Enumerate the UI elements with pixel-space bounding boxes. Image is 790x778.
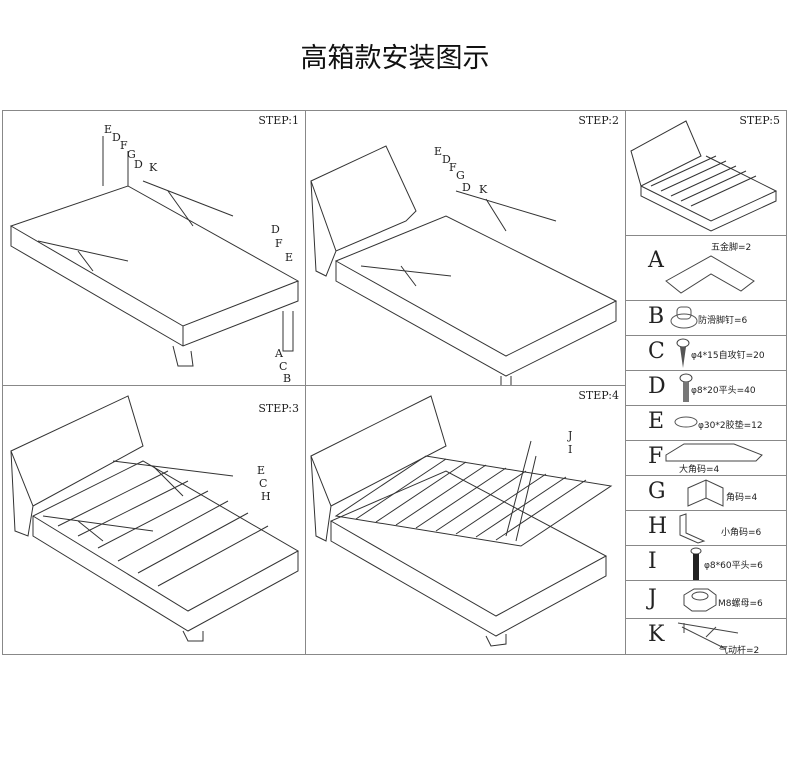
part-row-f: F 大角码=4 (625, 440, 787, 476)
marker: J (568, 429, 573, 442)
step-4-panel: STEP:4 J I (305, 385, 626, 655)
part-name: φ30*2胶垫=12 (698, 421, 763, 431)
bed-frame-drawing (310, 395, 613, 647)
large-bracket-icon (665, 443, 763, 462)
part-letter: A (648, 248, 664, 273)
marker: C (259, 477, 268, 490)
marker: B (283, 372, 292, 385)
marker: D (134, 158, 143, 171)
anti-slip-pad-icon (670, 306, 698, 329)
step-3-panel: STEP:3 E C H (2, 385, 306, 655)
part-name: 小角码=6 (721, 528, 762, 538)
rubber-washer-icon (674, 416, 698, 428)
marker: D (112, 131, 121, 144)
part-row-b: B 防滑脚钉=6 (625, 300, 787, 336)
step-label: STEP:5 (739, 114, 780, 127)
part-name: M8螺母=6 (718, 599, 763, 609)
part-letter: I (648, 549, 657, 574)
part-row-h: H 小角码=6 (625, 510, 787, 546)
part-row-j: J M8螺母=6 (625, 580, 787, 619)
marker: D (271, 223, 280, 236)
step-5-panel: STEP:5 (625, 110, 787, 236)
part-letter: J (648, 586, 657, 611)
bed-frame-drawing (9, 136, 300, 367)
marker: G (127, 148, 136, 161)
marker: E (257, 464, 266, 477)
step-label: STEP:4 (578, 389, 619, 402)
small-bracket-icon (679, 513, 706, 544)
part-row-i: I φ8*60平头=6 (625, 545, 787, 581)
part-row-g: G 角码=4 (625, 475, 787, 511)
marker: E (104, 123, 113, 136)
marker: F (275, 237, 283, 250)
step-label: STEP:3 (258, 402, 299, 415)
step-label: STEP:2 (578, 114, 619, 127)
part-letter: E (648, 409, 665, 434)
assembled-bed-drawing (630, 120, 778, 232)
part-name: φ8*60平头=6 (704, 561, 763, 571)
bed-frame-drawing (310, 145, 618, 385)
part-row-d: D φ8*20平头=40 (625, 370, 787, 406)
part-name: 防滑脚钉=6 (698, 316, 748, 326)
step-label: STEP:1 (258, 114, 299, 127)
part-name: 大角码=4 (679, 465, 720, 475)
part-name: φ8*20平头=40 (691, 386, 756, 396)
marker: D (462, 181, 471, 194)
part-name: 角码=4 (726, 493, 758, 503)
part-letter: F (648, 444, 664, 469)
marker: E (285, 251, 294, 264)
part-letter: D (648, 374, 666, 399)
part-row-c: C φ4*15自攻钉=20 (625, 335, 787, 371)
part-letter: H (648, 514, 668, 539)
part-letter: G (648, 479, 666, 504)
step-2-panel: STEP:2 E D F G D K (305, 110, 626, 386)
part-letter: C (648, 339, 665, 364)
gas-strut-icon (677, 622, 739, 650)
marker: F (449, 161, 457, 174)
marker: E (434, 145, 443, 158)
corner-bracket-icon (687, 479, 724, 507)
marker: F (120, 139, 128, 152)
part-letter: K (648, 622, 665, 647)
flat-head-bolt-icon (679, 373, 693, 402)
part-name: 五金脚=2 (711, 243, 752, 253)
self-tapping-screw-icon (676, 338, 690, 368)
part-row-e: E φ30*2胶垫=12 (625, 405, 787, 441)
marker: K (479, 183, 488, 196)
marker: I (568, 443, 573, 456)
part-name: 气动杆=2 (719, 646, 760, 655)
long-bolt-icon (690, 547, 702, 580)
part-letter: B (648, 304, 665, 329)
marker: H (261, 490, 271, 503)
hardware-foot-icon (665, 255, 755, 294)
bed-frame-drawing (10, 395, 300, 642)
marker: G (456, 169, 465, 182)
part-name: φ4*15自攻钉=20 (691, 351, 765, 361)
marker: C (279, 360, 288, 373)
part-row-k: K 气动杆=2 (625, 618, 787, 655)
hex-nut-icon (683, 588, 717, 612)
marker: K (149, 161, 158, 174)
marker: D (442, 153, 451, 166)
step-1-panel: STEP:1 E D F G D K D F E A C B (2, 110, 306, 386)
part-row-a: A 五金脚=2 (625, 235, 787, 301)
marker: A (275, 347, 283, 360)
page-title: 高箱款安装图示 (300, 43, 490, 74)
